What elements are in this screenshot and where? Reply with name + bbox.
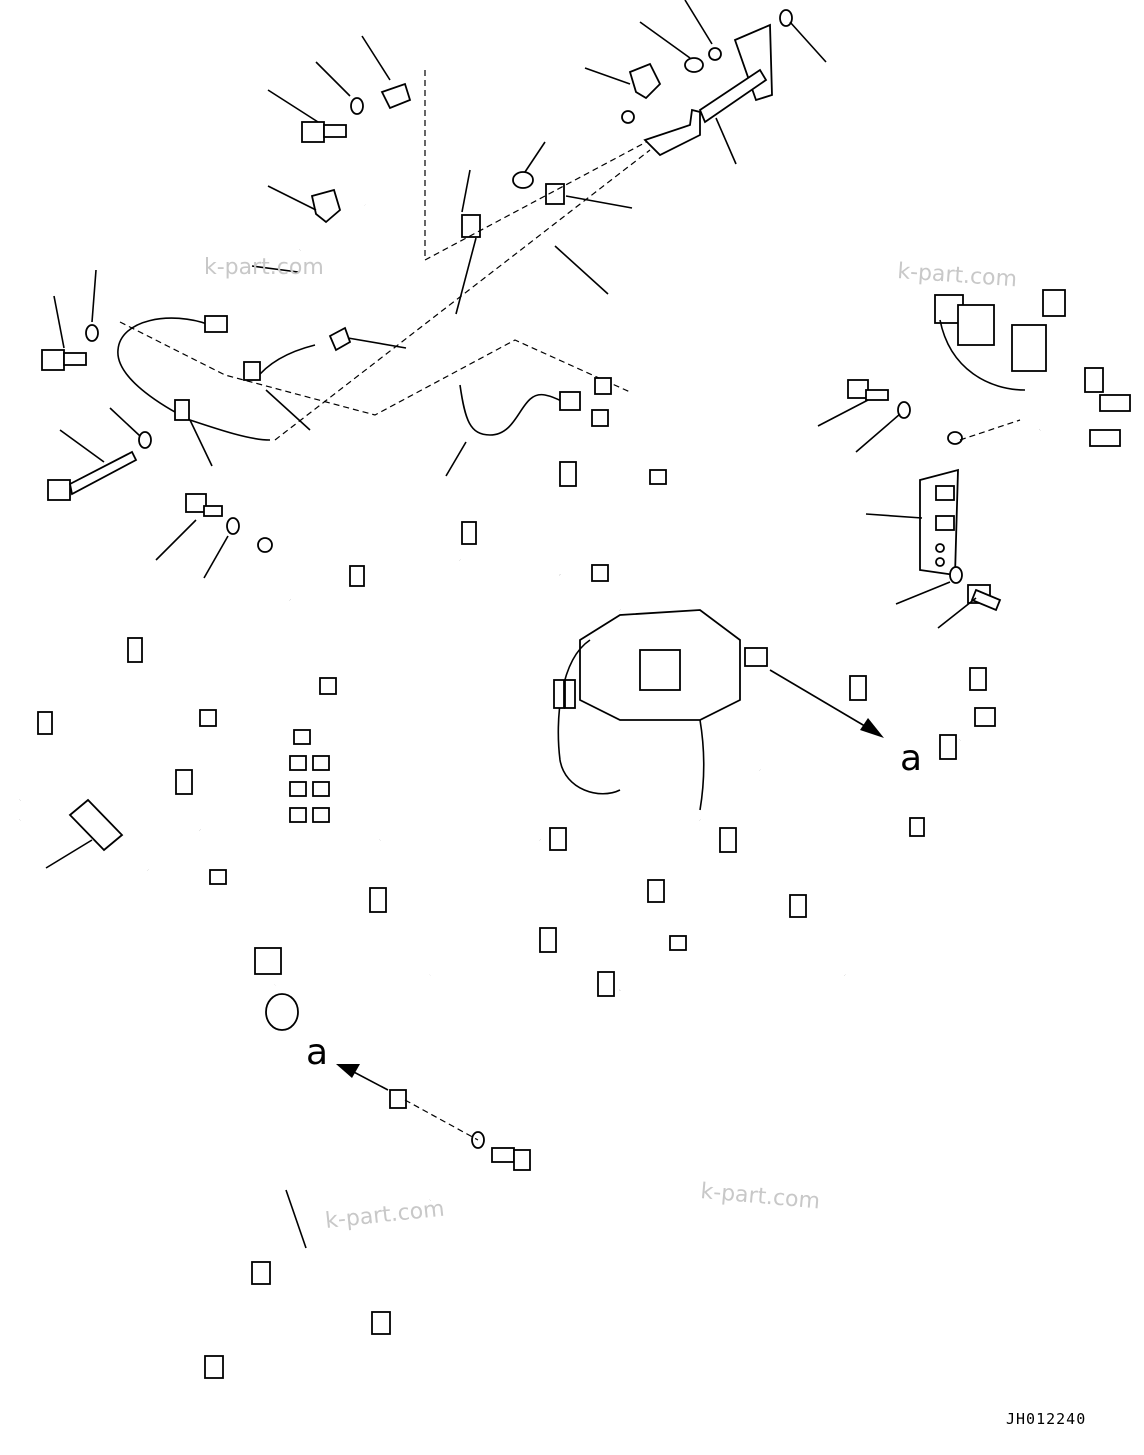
lower-cable [68,798,531,1385]
center-module [557,609,996,811]
view-label-a-left: a [306,1032,328,1073]
harness-clamps [37,289,1104,997]
watermark-top-left: k-part.com [204,255,324,280]
right-clamp-plate [847,294,1131,612]
leader-lines [45,0,977,1249]
upper-left-parts [41,62,662,553]
drawing-code: JH012240 [1006,1410,1086,1428]
watermark-top-right: k-part.com [897,259,1018,292]
small-connectors [199,377,687,951]
upper-right-bracket [643,9,793,157]
view-label-a-right: a [900,738,922,779]
watermark-bottom-center: k-part.com [699,1179,821,1214]
